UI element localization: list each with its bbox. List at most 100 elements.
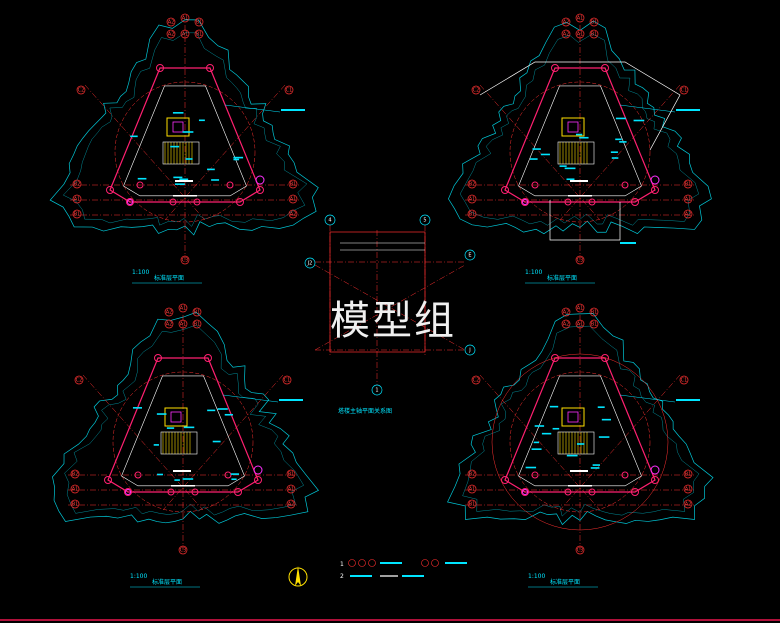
inner-outline xyxy=(123,85,247,197)
column xyxy=(154,354,162,362)
building-outline xyxy=(109,67,261,203)
grid-bubble xyxy=(282,375,292,385)
grid-bubble xyxy=(74,375,84,385)
annotation-text xyxy=(531,448,542,450)
legend-text xyxy=(350,575,372,577)
site-contour-inner xyxy=(462,325,700,517)
grid-bubble-label: C1 xyxy=(284,378,291,384)
marker xyxy=(522,199,528,205)
grid-bubble-label: A1 xyxy=(182,16,189,22)
elevator-shaft xyxy=(561,117,585,137)
leader-label xyxy=(676,109,700,111)
annotation-text xyxy=(157,473,163,476)
legend-bubble xyxy=(421,559,429,567)
legend-text xyxy=(380,562,402,564)
grid-bubble-label: A1 xyxy=(685,487,692,493)
dimension-text xyxy=(570,180,588,182)
annotation-text xyxy=(540,153,550,156)
annotation-text xyxy=(532,148,541,150)
annotation-text xyxy=(182,131,194,133)
core-stairs xyxy=(160,407,198,455)
grid-bubble-label: C1 xyxy=(681,88,688,94)
column xyxy=(104,476,112,484)
key-bubble-right xyxy=(464,249,476,261)
site-contour-inner xyxy=(64,324,305,516)
grid-bubble-label: A2 xyxy=(288,502,295,508)
axis-line xyxy=(84,84,206,221)
column xyxy=(588,488,596,496)
grid-bubble xyxy=(72,179,82,189)
marker xyxy=(253,465,263,475)
column xyxy=(191,488,199,496)
grid-bubble-label: A1 xyxy=(577,32,584,38)
legend-bubble xyxy=(431,559,439,567)
grid-bubble xyxy=(284,85,294,95)
annotation-text xyxy=(592,464,600,466)
dimension-text xyxy=(570,470,588,472)
legend-bubble xyxy=(348,559,356,567)
grid-bubble-label: B2 xyxy=(72,472,79,478)
key-bubble-top-label: 5 xyxy=(423,218,426,224)
column xyxy=(551,354,559,362)
inner-outline xyxy=(518,375,642,487)
leader-line xyxy=(222,394,279,403)
column xyxy=(156,64,164,72)
axis-line xyxy=(559,374,681,511)
annotation-text xyxy=(172,112,184,114)
grid-bubble-label: C2 xyxy=(76,378,83,384)
column xyxy=(651,186,659,194)
dimension-text xyxy=(568,485,592,487)
grid-bubble-label: A2 xyxy=(168,32,175,38)
column xyxy=(224,471,232,479)
plan-title: 标准层平面 xyxy=(152,578,182,586)
grid-bubble xyxy=(561,29,571,39)
site-contour xyxy=(49,19,319,236)
key-bubble-left xyxy=(304,257,316,269)
annotation-text xyxy=(575,133,583,136)
key-bubble-right xyxy=(464,344,476,356)
annotation-text xyxy=(610,151,618,153)
leader-line xyxy=(224,104,281,113)
grid-bubble xyxy=(164,307,174,317)
grid-bubble-label: A2 xyxy=(168,20,175,26)
marker xyxy=(125,489,131,495)
annotation-text xyxy=(534,425,545,427)
plan-scale: 1:100 xyxy=(525,269,542,276)
grid-bubble-label: B1 xyxy=(288,472,295,478)
site-contour xyxy=(447,313,714,526)
grid-bubble xyxy=(471,375,481,385)
axis-line xyxy=(82,374,204,511)
column xyxy=(236,198,244,206)
marker xyxy=(255,175,265,185)
grid-bubble xyxy=(467,469,477,479)
annotation-text xyxy=(576,443,585,445)
core-stairs xyxy=(557,407,595,455)
grid-bubble xyxy=(561,319,571,329)
grid-bubble-label: A1 xyxy=(288,487,295,493)
dimension-text xyxy=(173,195,197,197)
annotation-text xyxy=(611,157,619,159)
annotation-text xyxy=(179,178,189,181)
grid-bubble xyxy=(683,484,693,494)
marker xyxy=(522,489,528,495)
grid-bubble xyxy=(467,499,477,509)
annotation-text xyxy=(231,478,237,481)
annotation-text xyxy=(597,406,605,408)
column xyxy=(134,471,142,479)
grid-bubble xyxy=(180,255,190,265)
column xyxy=(204,354,212,362)
annotation-text xyxy=(559,165,567,167)
annotation-text xyxy=(212,440,221,443)
annotation-text xyxy=(233,158,240,161)
column xyxy=(651,476,659,484)
annotation-text xyxy=(207,409,216,412)
axis-circle xyxy=(112,371,254,513)
column xyxy=(551,64,559,72)
annotation-text xyxy=(590,467,600,469)
leader-line xyxy=(619,394,676,403)
grid-bubble-label: A2 xyxy=(685,502,692,508)
